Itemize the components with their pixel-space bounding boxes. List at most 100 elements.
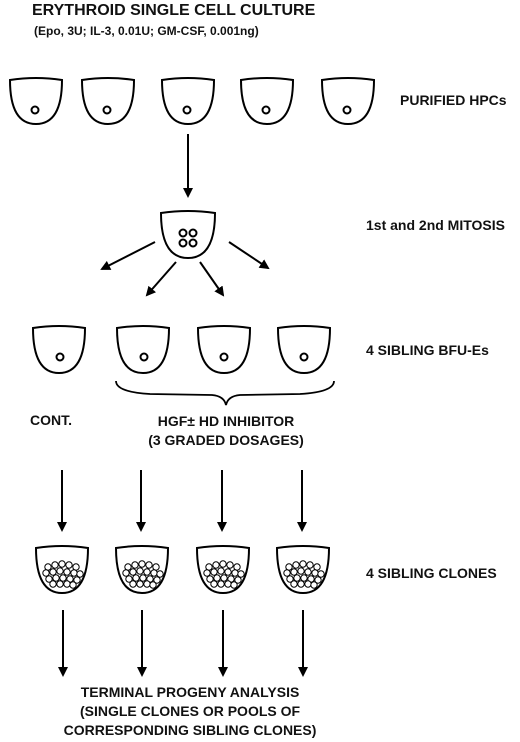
arrows-to-clones: [57, 470, 307, 532]
clone-cell: [206, 575, 214, 583]
mitosis-well: [159, 210, 217, 260]
clone-cell: [210, 580, 218, 588]
treatment-line-1: HGF± HD INHIBITOR: [157, 413, 295, 429]
clone-cell: [63, 568, 71, 576]
clone-cell: [219, 560, 227, 568]
clone-cell: [283, 569, 291, 577]
clone-cell: [304, 580, 312, 588]
clone-cell: [293, 574, 301, 582]
clone-cell: [304, 568, 312, 576]
analysis-line-2: (SINGLE CLONES OR POOLS OF: [79, 703, 301, 719]
clone-cell: [220, 574, 228, 582]
clone-cell: [231, 569, 239, 577]
clone-cell: [138, 560, 146, 568]
clone-cell: [124, 563, 132, 571]
clone-cell: [149, 581, 157, 589]
clone-cell: [233, 563, 241, 571]
clone-cell: [65, 561, 73, 569]
clone-well-3: [195, 545, 251, 595]
label-mitosis: 1st and 2nd MITOSIS: [366, 217, 505, 233]
label-analysis: TERMINAL PROGENY ANALYSIS (SINGLE CLONES…: [30, 683, 350, 740]
bfu-well-1: [31, 325, 87, 375]
diagram-title: ERYTHROID SINGLE CELL CULTURE: [32, 2, 316, 19]
clone-cell: [56, 580, 64, 588]
clone-cell: [58, 560, 66, 568]
clone-cell: [51, 561, 59, 569]
clone-cell: [70, 569, 78, 577]
clone-cell: [132, 574, 140, 582]
clone-cell: [314, 576, 322, 584]
bfu-well-4: [276, 325, 332, 375]
clone-cell: [125, 575, 133, 583]
clone-cell: [49, 568, 57, 576]
clone-cell: [129, 568, 137, 576]
well-2: [80, 77, 136, 126]
clone-cell: [59, 574, 67, 582]
clone-cell: [310, 581, 318, 589]
clone-cell: [234, 576, 242, 584]
clone-cell: [286, 575, 294, 583]
bfu-well-2: [115, 325, 171, 375]
arrows-to-analysis: [58, 610, 308, 677]
clone-cell: [297, 580, 305, 588]
treatment-line-2: (3 GRADED DOSAGES): [148, 432, 304, 448]
clone-cell: [299, 560, 307, 568]
clone-cell: [131, 561, 139, 569]
clone-cell: [136, 567, 144, 575]
clone-cell: [290, 580, 298, 588]
clone-cell: [44, 563, 52, 571]
clone-well-2: [114, 545, 170, 595]
clone-cell: [42, 569, 50, 577]
clone-cell: [145, 561, 153, 569]
clone-cell: [230, 581, 238, 589]
clone-cell: [224, 568, 232, 576]
clone-cell: [217, 567, 225, 575]
clone-cell: [297, 567, 305, 575]
purified-hpc-wells: [8, 77, 376, 126]
clone-cell: [45, 575, 53, 583]
well-3: [160, 77, 216, 126]
diverging-arrows: [100, 241, 270, 297]
bfu-wells: [31, 325, 332, 375]
clone-cell: [63, 580, 71, 588]
culture-conditions: (Epo, 3U; IL-3, 0.01U; GM-CSF, 0.001ng): [34, 24, 259, 38]
bfu-well-3: [196, 325, 252, 375]
well-1: [8, 77, 64, 126]
clone-cell: [226, 561, 234, 569]
clone-cell: [292, 561, 300, 569]
label-purified-hpcs: PURIFIED HPCs: [400, 92, 507, 108]
clone-cell: [212, 561, 220, 569]
well-5: [320, 77, 376, 126]
clone-cell: [224, 580, 232, 588]
clone-cell: [136, 580, 144, 588]
clone-cell: [156, 570, 164, 578]
clone-cell: [290, 568, 298, 576]
clone-cell: [213, 574, 221, 582]
clone-cell: [143, 568, 151, 576]
treatment-brace: [115, 380, 335, 406]
cell-clusters: [42, 560, 325, 589]
label-treatment: HGF± HD INHIBITOR (3 GRADED DOSAGES): [131, 412, 321, 450]
clone-cell: [73, 576, 81, 584]
clone-cell: [306, 561, 314, 569]
clone-cell: [139, 574, 147, 582]
clone-cell: [56, 567, 64, 575]
clone-cell: [150, 569, 158, 577]
clone-cell: [122, 569, 130, 577]
label-sibling-clones: 4 SIBLING CLONES: [366, 565, 497, 581]
label-control: CONT.: [30, 412, 72, 428]
clone-well-4: [275, 545, 331, 595]
clone-cell: [205, 563, 213, 571]
analysis-line-1: TERMINAL PROGENY ANALYSIS: [80, 684, 300, 700]
clone-well-1: [34, 545, 90, 595]
clone-cell: [129, 580, 137, 588]
clone-cell: [300, 574, 308, 582]
well-4: [239, 77, 295, 126]
clone-cell: [217, 580, 225, 588]
clone-cell: [317, 570, 325, 578]
clone-cell: [143, 580, 151, 588]
clone-cell: [72, 563, 80, 571]
analysis-line-3: CORRESPONDING SIBLING CLONES): [63, 722, 317, 738]
clone-cell: [49, 580, 57, 588]
